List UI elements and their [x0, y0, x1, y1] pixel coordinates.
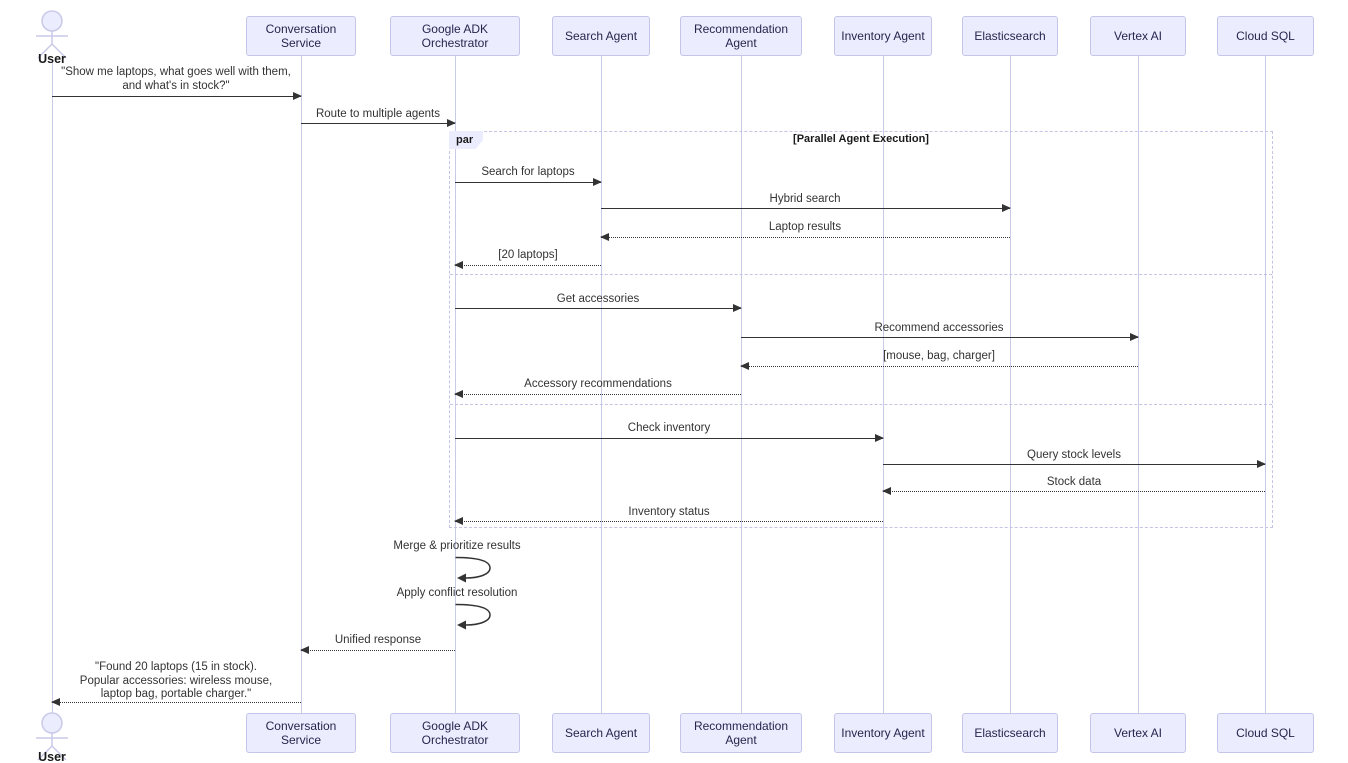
self-loop-arrow — [455, 556, 491, 583]
par-section-divider — [450, 274, 1272, 275]
message-arrow — [454, 516, 883, 525]
lifeline-vertex-ai — [1138, 56, 1139, 713]
message-label: Recommend accessories — [874, 322, 1004, 334]
message-label: Merge & prioritize results — [393, 540, 521, 552]
message-label: "Show me laptops, what goes well with th… — [61, 66, 291, 92]
participant-box-vertex-ai-top: Vertex AI — [1090, 16, 1186, 56]
message-arrow — [740, 361, 1138, 370]
message-arrow — [52, 91, 302, 100]
message-label: "Found 20 laptops (15 in stock). Popular… — [79, 661, 273, 700]
message-label: Inventory status — [628, 506, 710, 518]
actor-label-user-top: User — [38, 52, 66, 66]
lifeline-google-adk-orchestrator — [455, 56, 456, 713]
par-title: [Parallel Agent Execution] — [793, 133, 929, 145]
par-label-tab: par — [449, 131, 484, 149]
message-arrow — [601, 203, 1011, 212]
arrowhead-icon — [740, 361, 749, 370]
self-loop-arrow — [455, 603, 491, 630]
message-arrow — [600, 232, 1010, 241]
participant-box-elasticsearch-top: Elasticsearch — [962, 16, 1058, 56]
message-arrow — [455, 303, 742, 312]
participant-box-cloud-sql-bottom: Cloud SQL — [1217, 713, 1314, 753]
arrowhead-icon — [293, 91, 302, 100]
participant-box-vertex-ai-bottom: Vertex AI — [1090, 713, 1186, 753]
arrowhead-icon — [447, 118, 456, 127]
lifeline-cloud-sql — [1265, 56, 1266, 713]
message-label: Get accessories — [556, 293, 640, 305]
message-label: Route to multiple agents — [315, 108, 441, 120]
message-arrow — [454, 389, 741, 398]
participant-box-elasticsearch-bottom: Elasticsearch — [962, 713, 1058, 753]
arrowhead-icon — [457, 573, 466, 583]
participant-box-conversation-service-top: Conversation Service — [246, 16, 356, 56]
message-label: Stock data — [1046, 476, 1102, 488]
arrowhead-icon — [733, 303, 742, 312]
message-label: Check inventory — [627, 422, 711, 434]
par-section-divider — [450, 404, 1272, 405]
message-arrow — [882, 486, 1265, 495]
participant-box-conversation-service-bottom: Conversation Service — [246, 713, 356, 753]
message-label: Hybrid search — [769, 193, 841, 205]
arrowhead-icon — [454, 516, 463, 525]
arrowhead-icon — [600, 232, 609, 241]
message-label: Apply conflict resolution — [396, 587, 518, 599]
lifeline-conversation-service — [301, 56, 302, 713]
arrowhead-icon — [882, 486, 891, 495]
message-arrow — [455, 433, 884, 442]
lifeline-inventory-agent — [883, 56, 884, 713]
arrowhead-icon — [300, 645, 309, 654]
message-arrow — [741, 332, 1139, 341]
participant-box-search-agent-top: Search Agent — [552, 16, 650, 56]
message-label: Query stock levels — [1027, 449, 1121, 461]
message-arrow — [51, 697, 301, 706]
user-actor-icon — [36, 10, 68, 59]
lifeline-elasticsearch — [1010, 56, 1011, 713]
arrowhead-icon — [454, 389, 463, 398]
arrowhead-icon — [51, 697, 60, 706]
message-arrow — [301, 118, 456, 127]
user-actor-icon — [36, 712, 68, 761]
arrowhead-icon — [593, 177, 602, 186]
participant-box-search-agent-bottom: Search Agent — [552, 713, 650, 753]
message-arrow — [455, 177, 602, 186]
message-label: [mouse, bag, charger] — [883, 350, 995, 362]
lifeline-recommendation-agent — [741, 56, 742, 713]
participant-box-cloud-sql-top: Cloud SQL — [1217, 16, 1314, 56]
message-label: Unified response — [334, 634, 422, 646]
participant-box-google-adk-orchestrator-bottom: Google ADK Orchestrator — [390, 713, 520, 753]
message-arrow — [454, 260, 601, 269]
message-arrow — [300, 645, 455, 654]
arrowhead-icon — [1002, 203, 1011, 212]
participant-box-inventory-agent-top: Inventory Agent — [834, 16, 932, 56]
lifeline-user — [52, 62, 53, 713]
message-label: [20 laptops] — [498, 249, 558, 261]
arrowhead-icon — [454, 260, 463, 269]
actor-label-user-bottom: User — [38, 750, 66, 763]
arrowhead-icon — [1257, 459, 1266, 468]
participant-box-inventory-agent-bottom: Inventory Agent — [834, 713, 932, 753]
participant-box-recommendation-agent-top: Recommendation Agent — [680, 16, 802, 56]
message-label: Accessory recommendations — [524, 378, 672, 390]
message-arrow — [883, 459, 1266, 468]
lifeline-search-agent — [601, 56, 602, 713]
participant-box-google-adk-orchestrator-top: Google ADK Orchestrator — [390, 16, 520, 56]
message-label: Search for laptops — [481, 166, 575, 178]
arrowhead-icon — [875, 433, 884, 442]
message-label: Laptop results — [768, 221, 842, 233]
par-label: par — [456, 134, 474, 146]
arrowhead-icon — [457, 620, 466, 630]
arrowhead-icon — [1130, 332, 1139, 341]
participant-box-recommendation-agent-bottom: Recommendation Agent — [680, 713, 802, 753]
